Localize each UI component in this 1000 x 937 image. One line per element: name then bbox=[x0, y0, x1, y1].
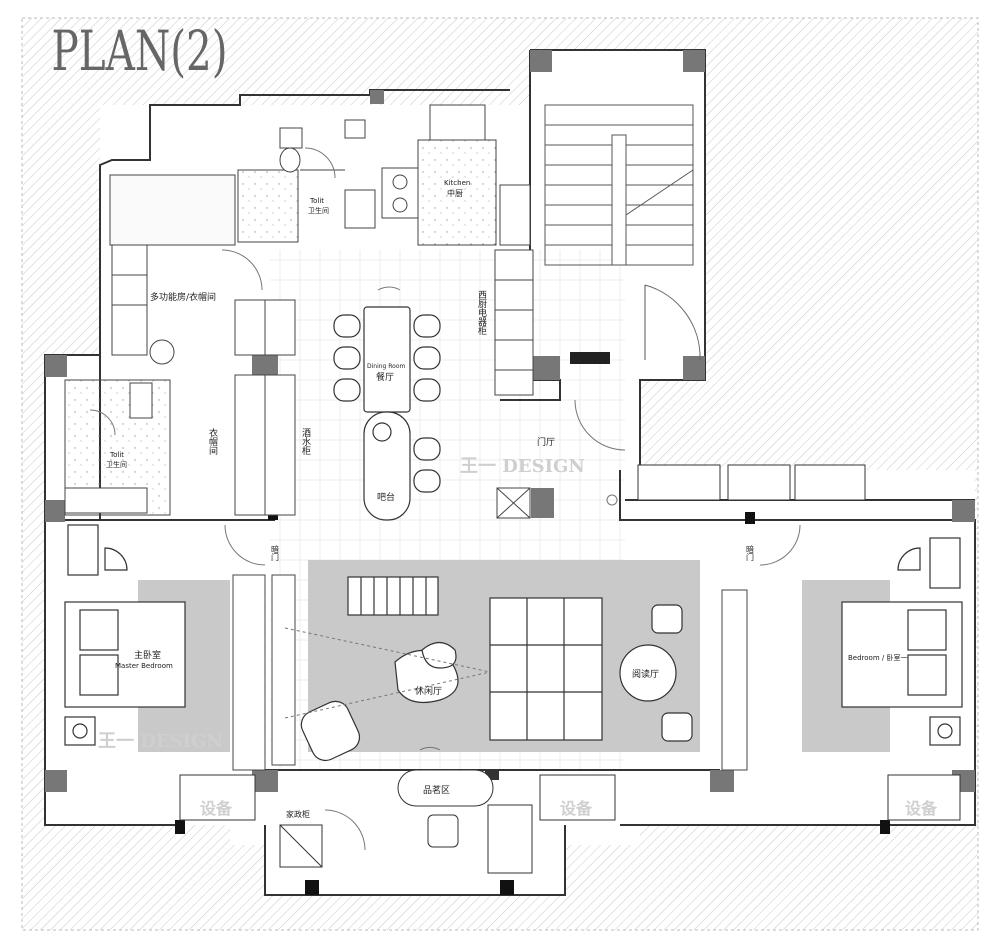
bedroom-furniture bbox=[841, 537, 963, 746]
staircase bbox=[544, 104, 701, 361]
label-wardrobe: 衣帽间 bbox=[207, 427, 218, 456]
label-toilet-top-cn: 卫生间 bbox=[308, 206, 329, 215]
label-toilet-left-cn: 卫生间 bbox=[106, 460, 127, 469]
label-wine-cabinet: 酒水柜 bbox=[300, 428, 311, 456]
label-equipment-2: 设备 bbox=[560, 799, 593, 818]
wall-columns bbox=[45, 50, 975, 895]
master-bedroom-furniture bbox=[64, 524, 186, 746]
label-tea-area: 品茗区 bbox=[423, 785, 450, 796]
label-hidden-door-left: 暗门 bbox=[271, 544, 280, 562]
label-bar: 吧台 bbox=[377, 491, 395, 503]
watermark-center: 王一 DESIGN bbox=[460, 456, 585, 477]
plan-title: PLAN(2) bbox=[52, 20, 228, 84]
toilet-top-fixtures bbox=[237, 119, 366, 243]
watermark-left: 王一 DESIGN bbox=[98, 731, 223, 752]
label-foyer: 门厅 bbox=[537, 436, 555, 448]
label-kitchen-cn: 中厨 bbox=[447, 188, 463, 198]
label-dining-cn: 餐厅 bbox=[376, 371, 394, 383]
balcony-fixtures bbox=[179, 464, 961, 874]
label-equipment-3: 设备 bbox=[905, 799, 938, 818]
door-swings bbox=[89, 147, 801, 851]
label-bedroom: Bedroom / 卧室一 bbox=[848, 653, 907, 662]
label-leisure: 休闲厅 bbox=[415, 685, 442, 697]
label-master-cn: 主卧室 bbox=[134, 649, 161, 661]
label-master-en: Master Bedroom bbox=[115, 662, 173, 670]
multi-room-fixtures bbox=[109, 174, 236, 365]
label-kitchen-en: Kitchen bbox=[444, 179, 470, 187]
label-dining-en: Dining Room bbox=[367, 363, 406, 370]
cabinets bbox=[232, 249, 748, 771]
sightlines bbox=[284, 627, 491, 719]
kitchen-fixtures bbox=[344, 104, 531, 246]
label-multi-room: 多功能房/衣帽间 bbox=[150, 291, 216, 303]
label-housekeeping: 家政柜 bbox=[286, 809, 310, 819]
label-toilet-left-en: Tolit bbox=[109, 451, 124, 459]
label-western-kitchen: 西厨电器柜 bbox=[476, 290, 487, 336]
label-reading: 阅读厅 bbox=[632, 668, 659, 680]
label-equipment-1: 设备 bbox=[200, 799, 233, 818]
marker-icon bbox=[606, 494, 618, 506]
dining-table bbox=[333, 306, 441, 521]
label-toilet-top-en: Tolit bbox=[309, 197, 324, 205]
toilet-left-fixtures bbox=[64, 379, 171, 516]
living-furniture bbox=[300, 576, 693, 762]
label-hidden-door-right: 暗门 bbox=[746, 544, 755, 562]
